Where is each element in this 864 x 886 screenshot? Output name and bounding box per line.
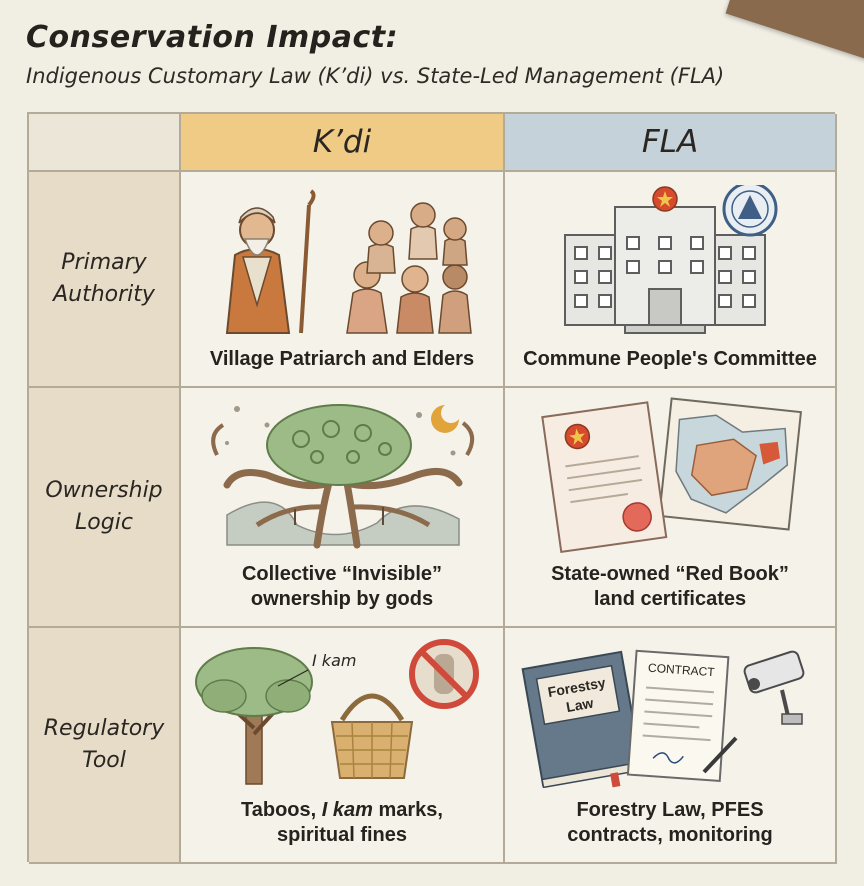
caption-fla-regulatory: Forestry Law, PFES contracts, monitoring bbox=[561, 798, 779, 862]
cell-fla-authority: Commune People's Committee bbox=[505, 172, 837, 388]
official-seal-icon bbox=[722, 184, 778, 236]
elders-illustration bbox=[181, 172, 503, 347]
caption-kdi-authority: Village Patriarch and Elders bbox=[209, 348, 475, 370]
building-icon bbox=[564, 205, 766, 334]
moon-icon bbox=[431, 405, 459, 433]
row-header-label-line1: Primary bbox=[61, 250, 147, 275]
row-header-label-line1: Regulatory bbox=[43, 716, 165, 741]
caption-part-b: I kam bbox=[321, 799, 373, 821]
caption-fla-authority: Commune People's Committee bbox=[523, 348, 817, 370]
caption-line1: Collective “Invisible” bbox=[241, 563, 443, 585]
caption-kdi-regulatory: Taboos, I kam marks, spiritual fines bbox=[235, 798, 449, 862]
column-header-kdi: K’di bbox=[181, 114, 505, 172]
land-certificate-illustration bbox=[505, 388, 835, 562]
row-header-primary-authority: Primary Authority bbox=[29, 172, 181, 388]
caption-part-c: marks, bbox=[372, 799, 443, 821]
prohibition-icon bbox=[409, 639, 479, 709]
sacred-tree-illustration bbox=[181, 388, 503, 562]
tree-mark-label: I kam bbox=[312, 651, 356, 670]
table-corner-cell bbox=[29, 114, 181, 172]
taboo-illustration: I kam bbox=[181, 628, 503, 798]
comparison-table: K’di FLA Primary Authority bbox=[27, 112, 837, 864]
caption-kdi-ownership: Collective “Invisible” ownership by gods bbox=[236, 562, 448, 626]
map-icon bbox=[658, 397, 803, 531]
column-header-fla: FLA bbox=[505, 114, 837, 172]
red-book-certificate-icon bbox=[541, 401, 668, 553]
government-building-illustration bbox=[505, 172, 835, 347]
marked-tree-icon bbox=[195, 647, 313, 785]
woven-basket-icon bbox=[330, 693, 414, 779]
forestry-law-book-icon: Forestsy Law bbox=[521, 650, 643, 788]
row-header-regulatory-tool: Regulatory Tool bbox=[29, 628, 181, 864]
elders-group bbox=[346, 201, 472, 334]
row-header-label-line2: Tool bbox=[82, 748, 126, 773]
row-header-ownership-logic: Ownership Logic bbox=[29, 388, 181, 628]
caption-line2: ownership by gods bbox=[250, 588, 434, 610]
cell-fla-regulatory: Forestsy Law CONTRACT bbox=[505, 628, 837, 864]
contract-label: CONTRACT bbox=[648, 661, 716, 680]
caption-part-a: Taboos, bbox=[241, 799, 322, 821]
contract-document-icon: CONTRACT bbox=[626, 649, 730, 782]
security-camera-icon bbox=[743, 650, 805, 725]
patriarch-figure bbox=[225, 188, 316, 334]
row-header-label-line1: Ownership bbox=[45, 478, 163, 503]
cell-fla-ownership: State-owned “Red Book” land certificates bbox=[505, 388, 837, 628]
row-header-label-line2: Authority bbox=[53, 282, 155, 307]
cell-kdi-ownership: Collective “Invisible” ownership by gods bbox=[181, 388, 505, 628]
column-header-fla-label: FLA bbox=[641, 124, 699, 160]
column-header-kdi-label: K’di bbox=[312, 124, 372, 160]
page-title: Conservation Impact: bbox=[26, 20, 399, 55]
caption-fla-ownership: State-owned “Red Book” land certificates bbox=[545, 562, 795, 626]
sacred-tree-icon bbox=[211, 404, 475, 549]
caption-line2: spiritual fines bbox=[276, 824, 408, 846]
corner-decoration bbox=[725, 0, 864, 63]
caption-line1: State-owned “Red Book” bbox=[551, 563, 789, 585]
caption-line2: contracts, monitoring bbox=[567, 824, 773, 846]
pen-icon bbox=[702, 736, 738, 774]
forestry-law-illustration: Forestsy Law CONTRACT bbox=[505, 628, 835, 798]
caption-line1: Forestry Law, PFES bbox=[576, 799, 764, 821]
caption-line2: land certificates bbox=[593, 588, 747, 610]
row-header-label-line2: Logic bbox=[75, 510, 133, 535]
cell-kdi-authority: Village Patriarch and Elders bbox=[181, 172, 505, 388]
cell-kdi-regulatory: I kam bbox=[181, 628, 505, 864]
page-subtitle: Indigenous Customary Law (K’di) vs. Stat… bbox=[26, 64, 725, 88]
book-title-line2: Law bbox=[565, 695, 595, 716]
